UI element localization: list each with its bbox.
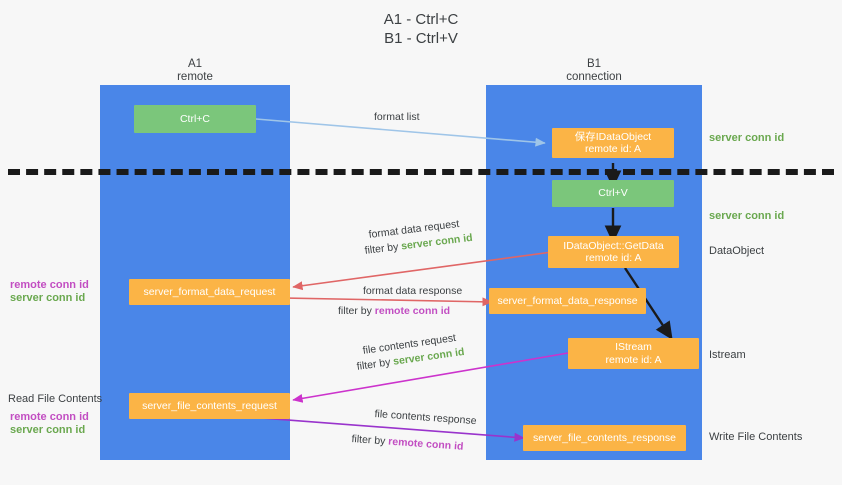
annotation-write-file-contents: Write File Contents — [709, 431, 803, 443]
column-header-a1: A1 remote — [177, 58, 213, 83]
node-ctrl-c[interactable]: Ctrl+C — [134, 105, 256, 133]
annotation-read-file-contents: Read File Contents — [8, 393, 103, 405]
diagram-title: A1 - Ctrl+C B1 - Ctrl+V — [383, 11, 459, 47]
filter-prefix-text: filter by — [338, 305, 375, 317]
edge-label-file-contents-response: file contents response — [374, 408, 477, 428]
filter-prefix-text: filter by — [351, 433, 389, 448]
node-idataobject-getdata[interactable]: IDataObject::GetData remote id: A — [548, 236, 679, 268]
edge-label-format-data-response-filter: filter by remote conn id — [338, 305, 450, 318]
edge-label-format-list: format list — [374, 111, 420, 123]
annotation-remote-conn-id-left-2: remote conn id — [10, 411, 89, 423]
annotation-server-conn-id-top: server conn id — [709, 132, 785, 144]
node-server-file-contents-request[interactable]: server_file_contents_request — [129, 393, 290, 419]
annotation-server-conn-id-left-1: server conn id — [10, 292, 86, 304]
annotation-server-conn-id-mid: server conn id — [709, 210, 785, 222]
edge-label-file-contents-response-filter: filter by remote conn id — [351, 433, 464, 454]
annotation-dataobject: DataObject — [709, 245, 765, 257]
column-header-b1: B1 connection — [566, 58, 622, 83]
node-istream[interactable]: IStream remote id: A — [568, 338, 699, 369]
node-save-idataobject[interactable]: 保存IDataObject remote id: A — [552, 128, 674, 158]
divider-dashed-line — [8, 169, 834, 175]
node-server-format-data-response[interactable]: server_format_data_response — [489, 288, 646, 314]
filter-value-remote-conn-id: remote conn id — [374, 305, 451, 317]
node-server-format-data-request[interactable]: server_format_data_request — [129, 279, 290, 305]
filter-value-remote-conn-id: remote conn id — [387, 435, 464, 453]
edge-label-format-data-response: format data response — [363, 285, 463, 297]
annotation-server-conn-id-left-2: server conn id — [10, 424, 86, 436]
annotation-remote-conn-id-left-1: remote conn id — [10, 279, 89, 291]
node-ctrl-v[interactable]: Ctrl+V — [552, 180, 674, 207]
annotation-istream: Istream — [709, 349, 746, 361]
filter-prefix-text: filter by — [356, 355, 395, 373]
filter-prefix-text: filter by — [364, 240, 402, 257]
node-server-file-contents-response[interactable]: server_file_contents_response — [523, 425, 686, 451]
